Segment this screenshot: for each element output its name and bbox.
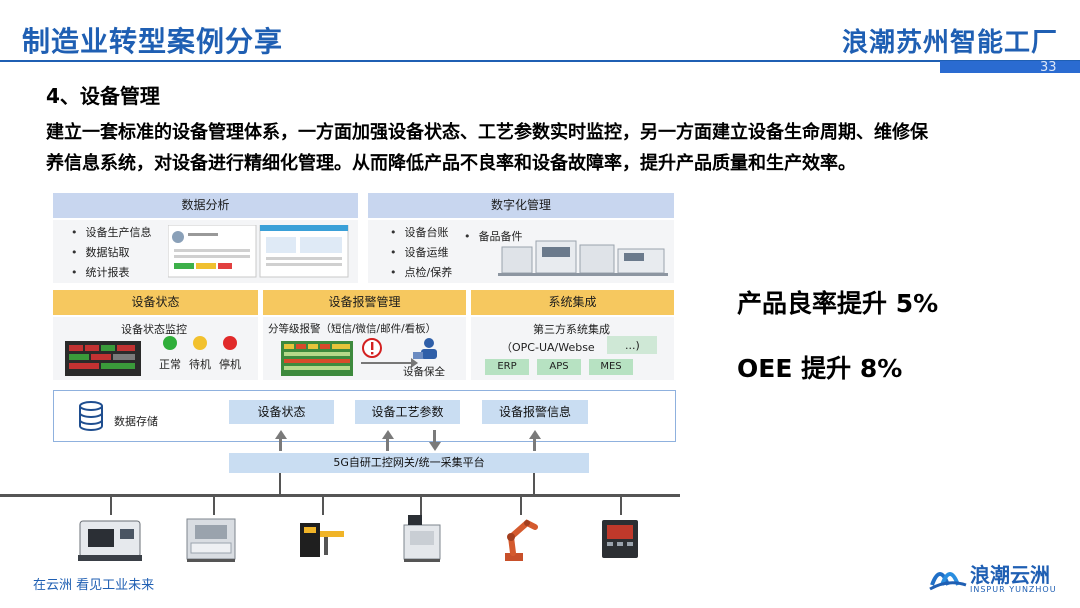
- protocol-label: （OPC-UA/Webse: [501, 341, 595, 354]
- system-integration-panel: 系统集成 第三方系统集成 （OPC-UA/Webse ...) ERP APS …: [471, 290, 674, 380]
- aps-box: APS: [537, 359, 581, 375]
- list-item: 点检/保养: [390, 263, 453, 283]
- list-item: 设备运维: [390, 243, 452, 263]
- standby-label: 待机: [189, 358, 211, 371]
- yield-improvement-text: 产品良率提升 5%: [737, 289, 939, 318]
- normal-label: 正常: [159, 358, 181, 371]
- erp-box: ERP: [485, 359, 529, 375]
- protocol-overlay-box: [607, 336, 657, 354]
- equipment-status-panel: 设备状态 设备状态监控 正常 待机 停机: [53, 290, 258, 380]
- slide-title: 制造业转型案例分享: [22, 25, 284, 58]
- power-meter-icon: [602, 520, 638, 558]
- arrow-head-icon: [411, 358, 418, 368]
- data-storage-panel: 数据存储 设备状态 设备工艺参数 设备报警信息: [53, 390, 676, 442]
- footer-slogan: 在云洲 看见工业未来: [33, 578, 155, 593]
- up-arrow-icon: [529, 430, 541, 439]
- mes-box: MES: [589, 359, 633, 375]
- digital-management-title: 数字化管理: [368, 193, 674, 218]
- list-item: 设备台账: [390, 223, 452, 243]
- device-bus-line: [0, 494, 680, 497]
- header-divider: [0, 60, 1080, 62]
- status-monitor-label: 设备状态监控: [121, 323, 187, 336]
- down-arrow-icon: [429, 442, 441, 451]
- inspection-machine-icon: [403, 515, 441, 562]
- normal-indicator-icon: [163, 336, 177, 350]
- equipment-status-title: 设备状态: [53, 290, 258, 315]
- alarm-flow-arrow: [361, 362, 413, 364]
- system-integration-title: 系统集成: [471, 290, 674, 315]
- alarm-management-title: 设备报警管理: [263, 290, 466, 315]
- standby-indicator-icon: [193, 336, 207, 350]
- alarm-warning-icon: [362, 338, 382, 358]
- protocol-tail: ...): [625, 339, 640, 352]
- logo-chinese-text: 浪潮云洲: [970, 563, 1050, 587]
- dashboard-screenshot-icon: [168, 225, 349, 278]
- equipment-management-diagram: 数据分析 设备生产信息 数据钻取 统计报表: [53, 193, 680, 497]
- third-party-integration-label: 第三方系统集成: [533, 323, 610, 336]
- stopped-label: 停机: [219, 358, 241, 371]
- status-monitor-screen-icon: [65, 341, 141, 376]
- maintenance-label: 设备保全: [403, 366, 445, 378]
- production-line-machines-icon: [498, 240, 668, 276]
- up-arrow-icon: [382, 430, 394, 439]
- list-item: 数据钻取: [71, 243, 152, 263]
- section-title: 4、设备管理: [46, 84, 160, 108]
- logo-english-text: INSPUR YUNZHOU: [970, 585, 1057, 594]
- spare-parts-label: 备品备件: [464, 227, 523, 247]
- stopped-indicator-icon: [223, 336, 237, 350]
- header-accent-band: [940, 61, 1080, 73]
- cnc-machine-icon: [78, 520, 142, 561]
- page-number: 33: [1040, 60, 1057, 75]
- data-analysis-panel: 数据分析 设备生产信息 数据钻取 统计报表: [53, 193, 358, 283]
- yunzhou-logo-icon: [929, 572, 967, 591]
- storage-alarm-info-box: 设备报警信息: [482, 400, 588, 424]
- data-analysis-title: 数据分析: [53, 193, 358, 218]
- screwdriver-controller-icon: [300, 523, 344, 557]
- list-item: 统计报表: [71, 263, 152, 283]
- brand-title: 浪潮苏州智能工厂: [841, 28, 1058, 58]
- section-intro: 建立一套标准的设备管理体系，一方面加强设备状态、工艺参数实时监控，另一方面建立设…: [46, 117, 1046, 179]
- database-icon: [79, 401, 103, 431]
- up-arrow-icon: [275, 430, 287, 439]
- industrial-robot-arm-icon: [505, 519, 538, 561]
- gateway-bar: 5G自研工控网关/统一采集平台: [229, 453, 589, 473]
- intro-line-1: 建立一套标准的设备管理体系，一方面加强设备状态、工艺参数实时监控，另一方面建立设…: [46, 122, 928, 143]
- data-storage-label: 数据存储: [114, 415, 158, 428]
- maintenance-person-icon: [413, 338, 437, 359]
- intro-line-2: 养信息系统，对设备进行精细化管理。从而降低产品不良率和设备故障率，提升产品质量和…: [46, 153, 856, 174]
- storage-equipment-status-box: 设备状态: [229, 400, 334, 424]
- oee-improvement-text: OEE 提升 8%: [737, 354, 903, 383]
- alarm-board-icon: [281, 341, 353, 376]
- digital-management-panel: 数字化管理 设备台账 设备运维 点检/保养 备品备件: [368, 193, 674, 283]
- list-item: 设备生产信息: [71, 223, 152, 243]
- storage-process-params-box: 设备工艺参数: [355, 400, 460, 424]
- alarm-levels-label: 分等级报警（短信/微信/邮件/看板）: [268, 323, 437, 335]
- smt-placement-machine-icon: [186, 518, 236, 562]
- alarm-management-panel: 设备报警管理 分等级报警（短信/微信/邮件/看板）: [263, 290, 466, 380]
